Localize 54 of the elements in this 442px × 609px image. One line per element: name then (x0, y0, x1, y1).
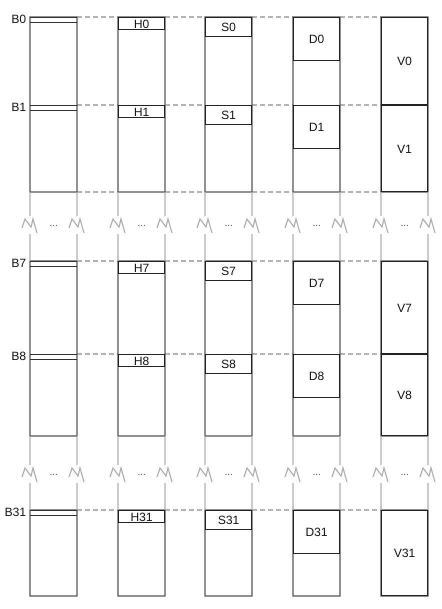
ellipsis: ... (138, 468, 146, 478)
register-label: D8 (308, 369, 324, 383)
ellipsis: ... (400, 468, 409, 478)
register-label: V7 (397, 300, 412, 314)
register-cell (118, 261, 165, 274)
register-label: B7 (11, 256, 26, 270)
register-label: S1 (221, 108, 236, 122)
register-cell (381, 354, 428, 436)
register-label: D0 (308, 32, 324, 46)
register-cell (205, 354, 252, 374)
register-label: V1 (397, 142, 412, 156)
register-cell (293, 105, 340, 149)
register-cell (381, 105, 428, 192)
register-label: H8 (134, 354, 150, 368)
ellipsis: ... (312, 219, 321, 229)
register-cell (118, 354, 165, 367)
register-label: S8 (221, 357, 236, 371)
register-label: S31 (218, 513, 240, 527)
ellipsis: ... (138, 219, 146, 229)
register-cell (118, 105, 165, 118)
register-label: D1 (308, 120, 324, 134)
register-cell (381, 17, 428, 105)
register-cell (205, 261, 252, 281)
register-label: B1 (11, 100, 26, 114)
register-label: B0 (11, 12, 26, 26)
register-cell (118, 510, 165, 523)
register-label: H0 (134, 16, 150, 30)
ellipsis: ... (224, 219, 233, 229)
register-cell (205, 510, 252, 530)
ellipsis: ... (50, 468, 58, 478)
ellipsis: ... (50, 219, 58, 229)
ellipsis: ... (224, 468, 233, 478)
register-cell (118, 17, 165, 30)
register-label: V8 (397, 388, 412, 402)
register-label: S7 (221, 264, 236, 278)
ellipsis: ... (400, 219, 409, 229)
register-cell (293, 510, 340, 554)
register-cell (293, 17, 340, 61)
register-label: S0 (221, 20, 236, 34)
register-cell (205, 17, 252, 37)
register-label: H7 (134, 260, 150, 274)
register-label: B31 (4, 505, 26, 519)
register-cell (381, 261, 428, 354)
register-label: V0 (397, 54, 412, 68)
register-cell (293, 354, 340, 398)
register-label: V31 (394, 546, 416, 560)
register-cell (205, 105, 252, 125)
register-label: D31 (305, 525, 328, 539)
register-cell (293, 261, 340, 305)
register-label: H1 (134, 104, 150, 118)
register-label: D7 (308, 276, 324, 290)
ellipsis: ... (312, 468, 321, 478)
register-label: B8 (11, 349, 26, 363)
register-label: H31 (130, 510, 152, 524)
